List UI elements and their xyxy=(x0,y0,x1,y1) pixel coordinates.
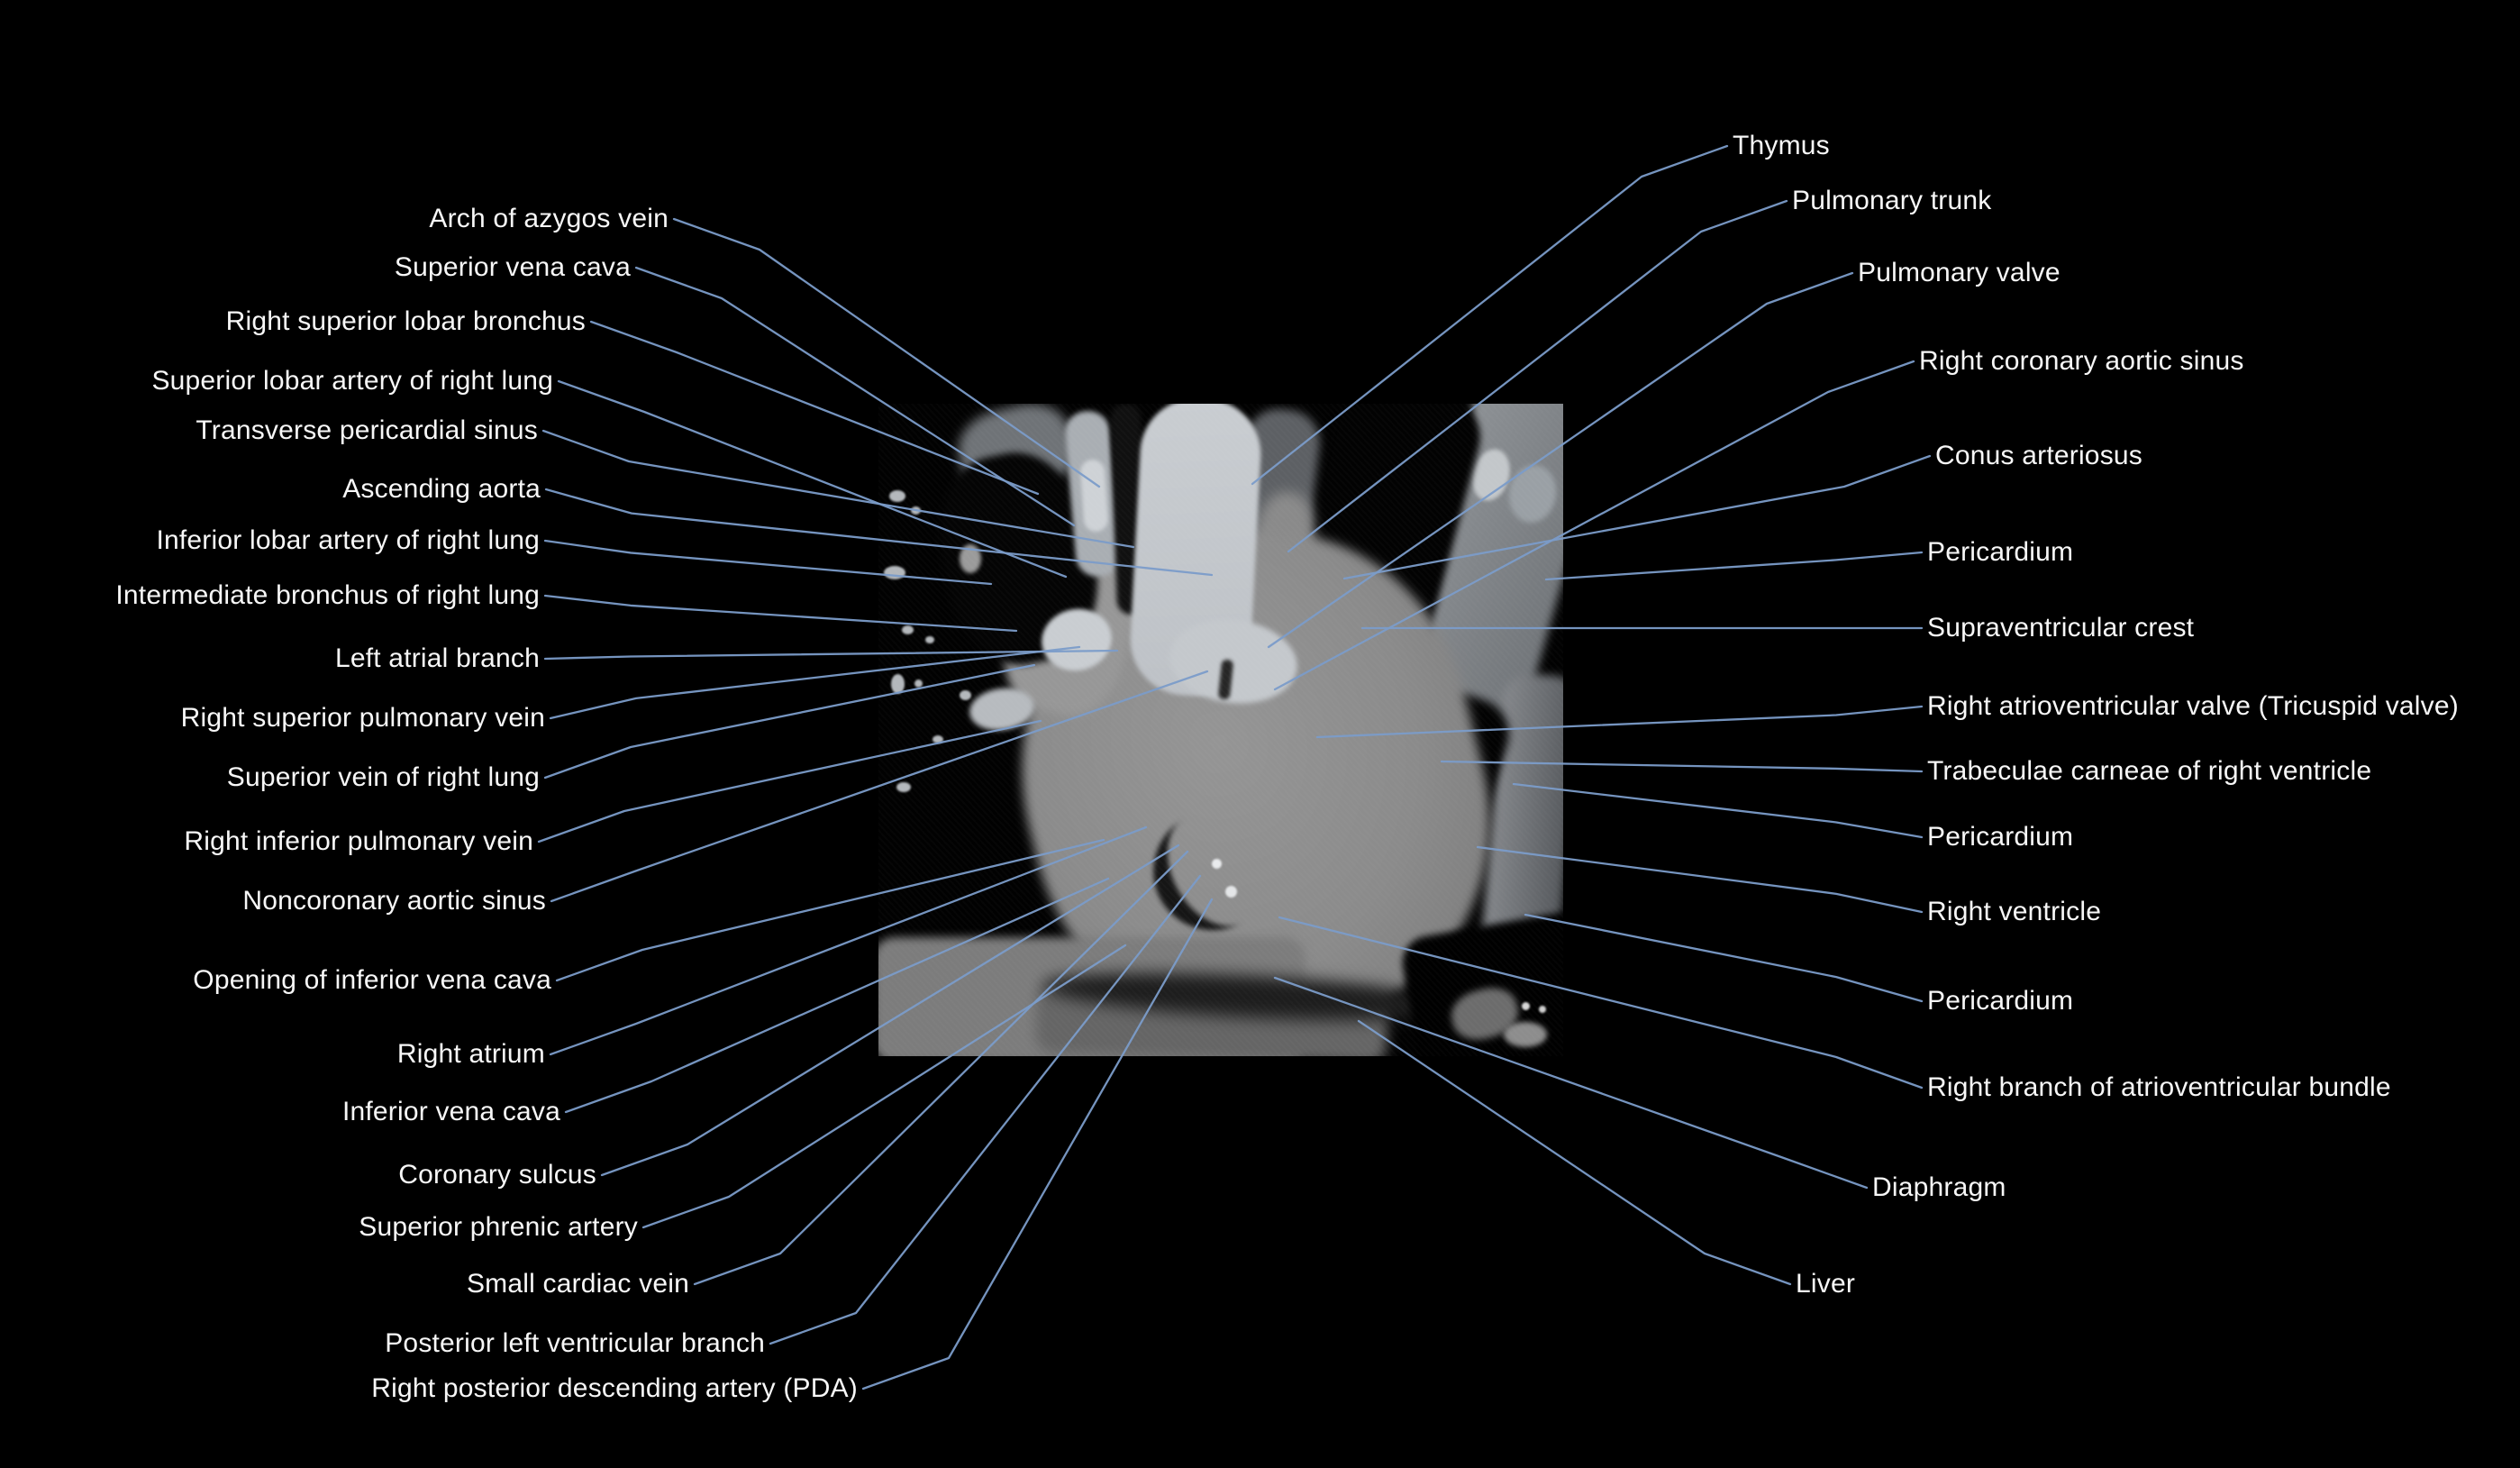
ct-shape-lung-vessel xyxy=(960,690,971,700)
anatomy-label: Small cardiac vein xyxy=(466,1269,689,1299)
leader-line xyxy=(550,670,1209,903)
anatomy-label: Inferior vena cava xyxy=(341,1097,560,1126)
leader-line xyxy=(555,838,1105,982)
leader-line xyxy=(634,266,1076,527)
ct-shape-lung-vessel xyxy=(902,625,914,634)
ct-grain-overlay xyxy=(878,404,1563,1056)
ct-shape-lung-vessel xyxy=(932,735,943,743)
anatomy-label: Posterior left ventricular branch xyxy=(385,1328,765,1358)
leader-line xyxy=(1357,1019,1792,1286)
leader-line xyxy=(544,488,1214,577)
ct-shape-bowel-blob2 xyxy=(1504,1022,1547,1047)
anatomy-label: Liver xyxy=(1796,1269,1856,1299)
anatomy-label: Superior vein of right lung xyxy=(226,762,540,792)
anatomy-label: Intermediate bronchus of right lung xyxy=(115,580,540,610)
anatomy-label: Opening of inferior vena cava xyxy=(193,965,551,995)
leader-line xyxy=(600,843,1180,1177)
leader-line xyxy=(543,649,1119,661)
anatomy-label: Right atrium xyxy=(396,1039,545,1069)
leader-line xyxy=(537,719,1042,843)
leader-line xyxy=(1440,760,1924,773)
anatomy-label: Pericardium xyxy=(1927,537,2074,567)
leader-line xyxy=(1273,976,1869,1190)
leader-line xyxy=(1476,845,1924,914)
anatomy-label: Superior lobar artery of right lung xyxy=(151,366,553,396)
ct-shape-lung-vessel xyxy=(896,782,911,792)
leader-line xyxy=(589,320,1040,496)
anatomy-label: Diaphragm xyxy=(1872,1172,2006,1202)
leader-line xyxy=(543,663,1036,780)
leader-line xyxy=(543,594,1018,633)
leader-line xyxy=(557,379,1068,579)
leader-line xyxy=(1315,705,1924,739)
ct-shape-lung-vessel xyxy=(891,674,905,694)
anatomy-label: Ascending aorta xyxy=(342,474,541,504)
ct-shape-vessel-dot1 xyxy=(1212,859,1222,869)
anatomy-label: Right branch of atrioventricular bundle xyxy=(1927,1072,2391,1102)
ct-shape-lung-vessel xyxy=(925,636,934,643)
anatomy-label: Superior phrenic artery xyxy=(359,1212,638,1242)
leader-line xyxy=(769,874,1202,1345)
anatomy-label: Right posterior descending artery (PDA) xyxy=(371,1373,858,1403)
ct-shape-rib-dot2 xyxy=(1539,1006,1546,1013)
leader-line xyxy=(549,645,1081,720)
leader-line xyxy=(1524,913,1924,1003)
leader-line xyxy=(1278,916,1924,1090)
leader-line xyxy=(543,539,993,586)
ct-shape-vessel-dot2 xyxy=(1225,886,1237,898)
ct-shape-rib-dot1 xyxy=(1522,1002,1530,1010)
leader-line xyxy=(549,825,1148,1056)
anatomy-label: Trabeculae carneae of right ventricle xyxy=(1927,756,2372,786)
leader-line xyxy=(1287,199,1788,553)
anatomy-label: Right superior pulmonary vein xyxy=(180,703,545,733)
ct-shape-lung-vessel xyxy=(914,679,923,688)
anatomy-label: Pulmonary valve xyxy=(1858,258,2061,287)
ct-image xyxy=(878,404,1563,1056)
anatomy-label: Right ventricle xyxy=(1927,897,2102,926)
ct-shape-lung-vessel xyxy=(889,490,905,502)
anatomy-label: Transverse pericardial sinus xyxy=(196,415,538,445)
anatomy-label: Coronary sulcus xyxy=(398,1160,596,1190)
leader-line xyxy=(1267,271,1854,649)
leader-line xyxy=(641,944,1127,1229)
leader-line xyxy=(693,850,1189,1286)
anatomy-label: Inferior lobar artery of right lung xyxy=(156,525,540,555)
anatomy-label: Conus arteriosus xyxy=(1935,441,2142,470)
leader-line xyxy=(564,877,1110,1114)
leader-line xyxy=(1544,551,1924,581)
anatomy-label: Arch of azygos vein xyxy=(429,204,669,233)
anatomy-label: Left atrial branch xyxy=(334,643,540,673)
anatomy-label: Supraventricular crest xyxy=(1927,613,2195,643)
leader-line xyxy=(1251,144,1729,486)
anatomy-label: Right superior lobar bronchus xyxy=(225,306,586,336)
leader-line xyxy=(1273,360,1915,691)
anatomy-label: Right coronary aortic sinus xyxy=(1919,346,2244,376)
anatomy-label: Right inferior pulmonary vein xyxy=(184,826,533,856)
anatomy-label: Pericardium xyxy=(1927,986,2074,1016)
leader-line xyxy=(861,898,1214,1390)
anatomy-label: Superior vena cava xyxy=(394,252,631,282)
leader-line xyxy=(541,429,1135,549)
leader-line xyxy=(1342,454,1932,580)
anatomy-label: Pericardium xyxy=(1927,822,2074,852)
anatomy-label: Right atrioventricular valve (Tricuspid … xyxy=(1927,691,2459,721)
anatomy-label: Pulmonary trunk xyxy=(1792,186,1992,215)
leader-line xyxy=(1512,782,1924,839)
leader-line xyxy=(672,217,1101,488)
anatomy-label: Thymus xyxy=(1733,131,1830,160)
anatomy-label: Noncoronary aortic sinus xyxy=(242,886,546,916)
